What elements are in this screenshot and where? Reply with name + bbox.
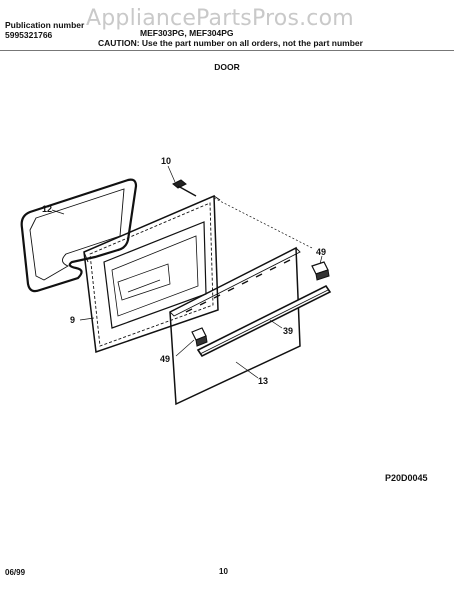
callout-49-left: 49 bbox=[160, 354, 170, 364]
callout-49-right: 49 bbox=[316, 247, 326, 257]
inner-door-panel bbox=[83, 194, 221, 354]
callout-39: 39 bbox=[283, 326, 293, 336]
callout-leaders bbox=[51, 165, 323, 379]
page-number: 10 bbox=[219, 567, 228, 576]
header-divider bbox=[0, 50, 454, 51]
model-numbers: MEF303PG, MEF304PG bbox=[140, 28, 234, 38]
diagram-code: P20D0045 bbox=[385, 473, 428, 483]
section-title: DOOR bbox=[214, 62, 240, 72]
door-screw bbox=[172, 179, 197, 197]
outer-door-panel bbox=[169, 246, 301, 406]
callout-13: 13 bbox=[258, 376, 268, 386]
callout-10: 10 bbox=[161, 156, 171, 166]
callout-9: 9 bbox=[70, 315, 75, 325]
footer-date: 06/99 bbox=[5, 568, 26, 577]
publication-number: 5995321766 bbox=[5, 30, 53, 40]
watermark: AppliancePartsPros.com bbox=[86, 6, 354, 31]
door-handle bbox=[196, 284, 332, 358]
publication-number-label: Publication number bbox=[5, 20, 85, 30]
door-gasket bbox=[20, 178, 138, 293]
handle-end-cap-right bbox=[311, 261, 330, 281]
handle-end-cap-left bbox=[191, 327, 208, 347]
callout-12: 12 bbox=[42, 204, 52, 214]
caution-note: CAUTION: Use the part number on all orde… bbox=[98, 38, 363, 48]
vent-slots bbox=[185, 259, 291, 313]
